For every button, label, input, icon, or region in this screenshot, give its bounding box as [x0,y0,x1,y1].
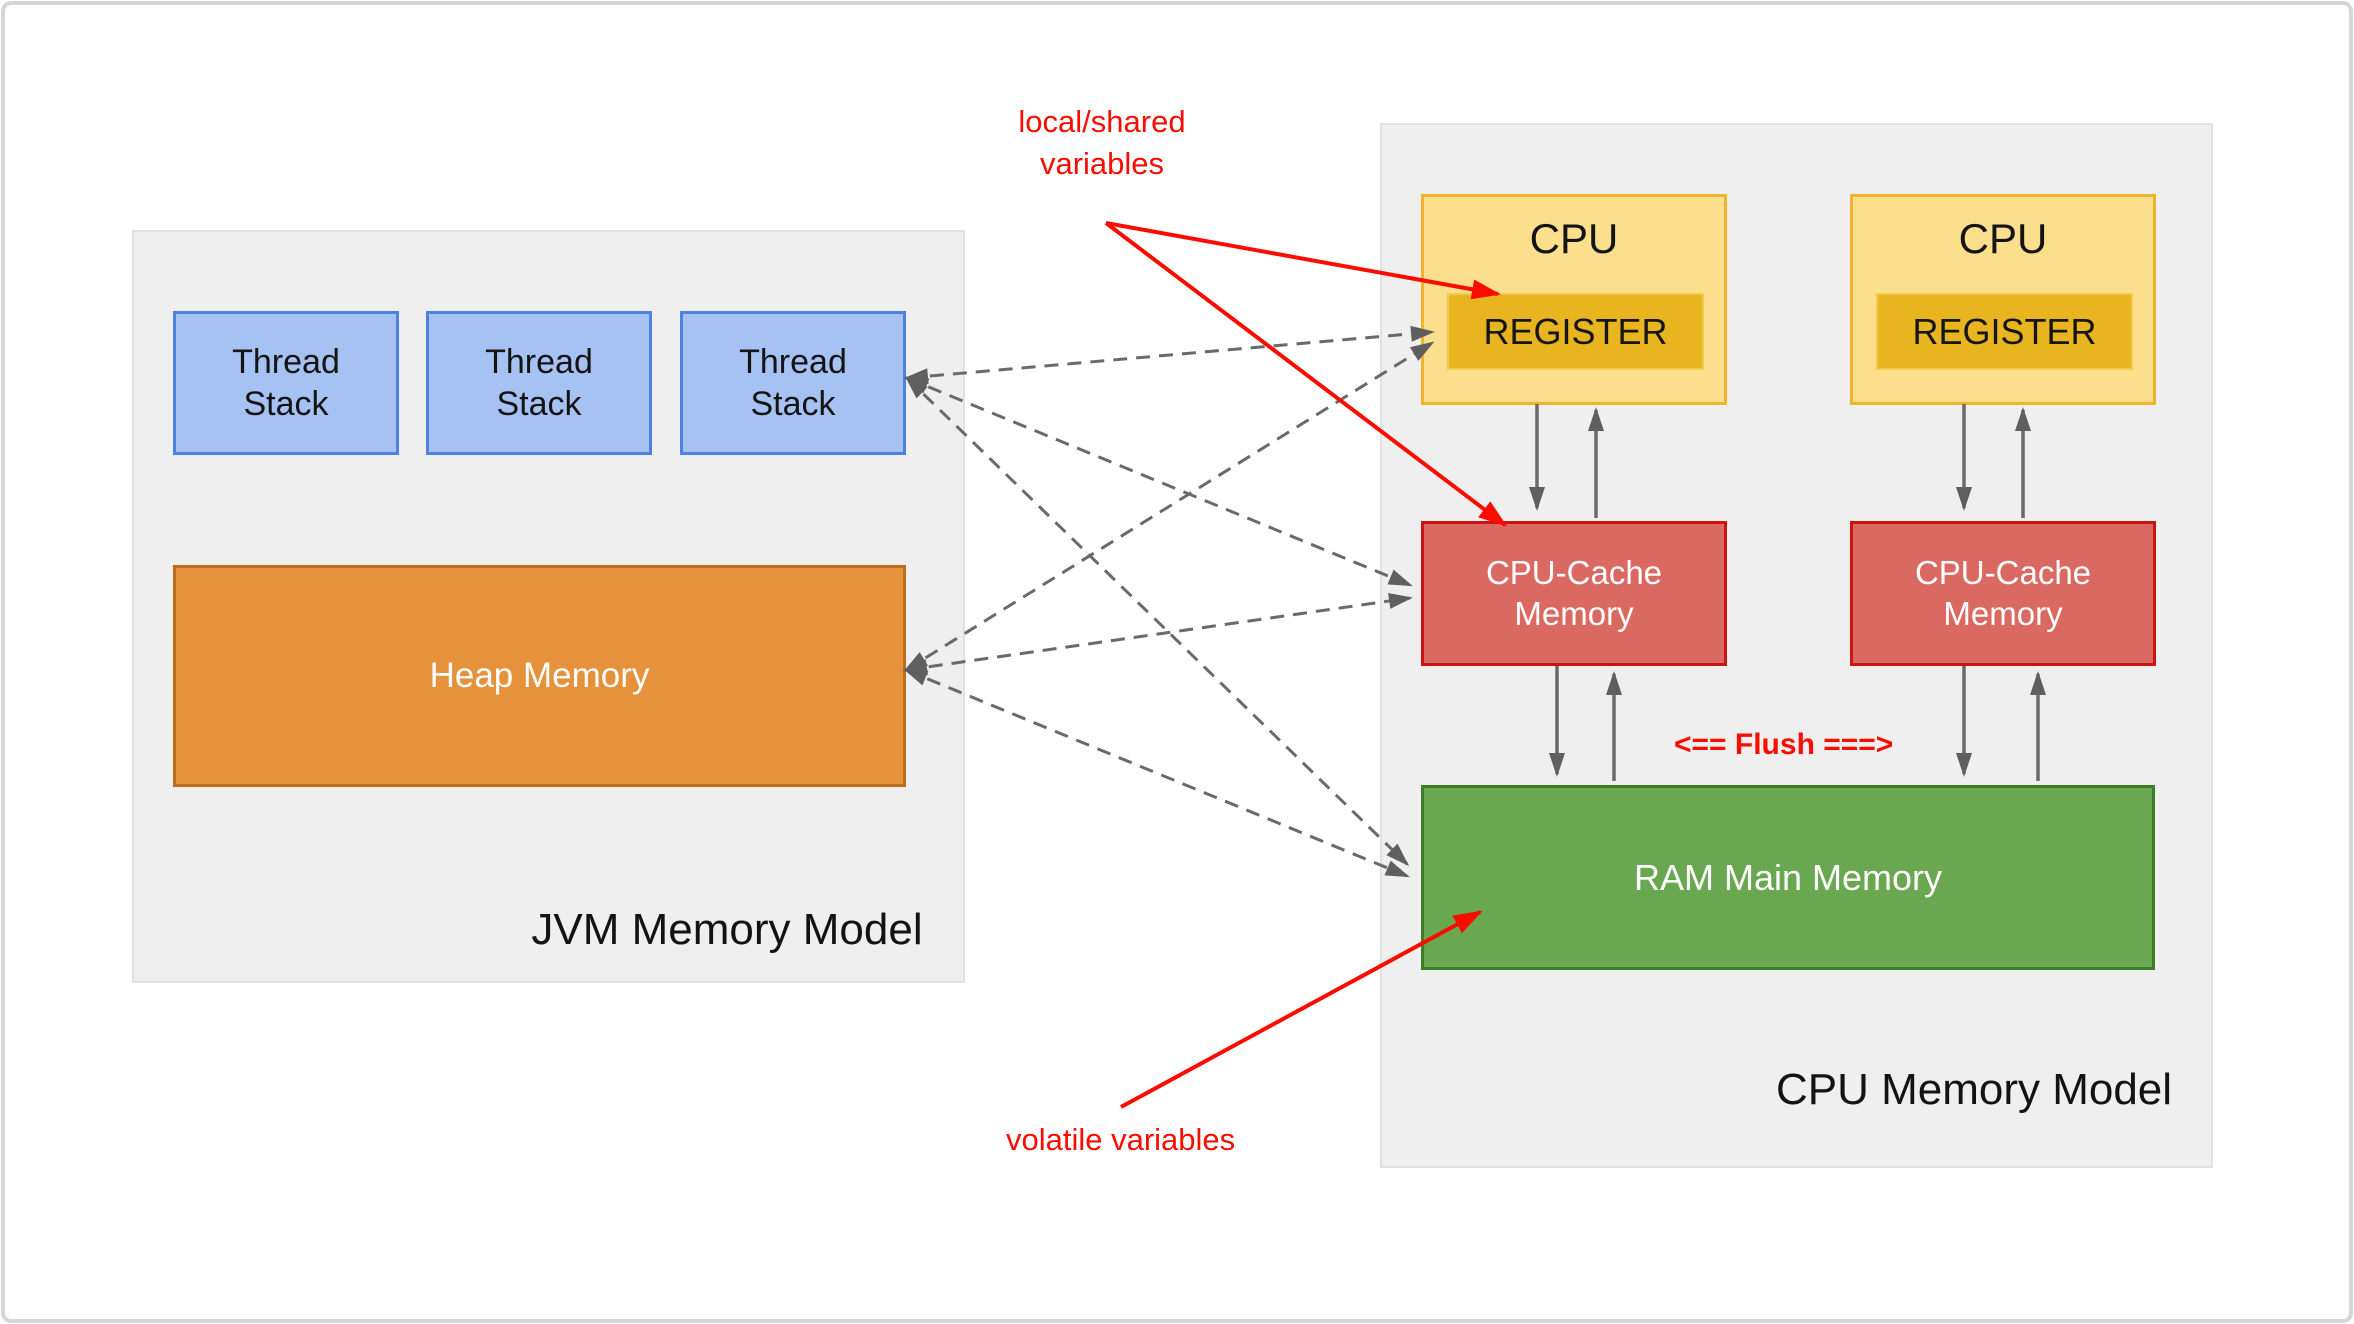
flush-annotation: <== Flush ===> [1674,728,1894,761]
dashed-arrow-heap-register [903,341,1435,672]
dashed-arrow-threadstack-ram [904,375,1410,867]
dashed-arrow-threadstack-register [904,325,1435,385]
cpu-box-2: CPU REGISTER [1850,194,2156,405]
dashed-arrow-heap-ram [903,668,1410,878]
cpu-cache-label: CPU-Cache Memory [1485,554,1663,632]
cpu-memory-model-panel: CPU REGISTER CPU REGISTER CPU-Cache Memo… [1380,123,2213,1168]
thread-stack-box-2: Thread Stack [426,311,652,455]
cpu-label: CPU [1529,215,1619,262]
cpu-box-1: CPU REGISTER [1421,194,1727,405]
cpu-cache-box-1: CPU-Cache Memory [1421,521,1727,666]
local-shared-variables-annotation: local/shared variables [1018,104,1186,181]
jvm-memory-model-panel: Thread Stack Thread Stack Thread Stack H… [132,230,965,983]
thread-stack-label: Thread Stack [739,342,847,424]
dashed-arrow-threadstack-cache [904,376,1413,587]
register-label: REGISTER [1483,310,1668,352]
cpu-panel-title: CPU Memory Model [1775,1065,2173,1114]
jvm-panel-title: JVM Memory Model [531,905,923,954]
cpu-cache-box-2: CPU-Cache Memory [1850,521,2156,666]
heap-memory-box: Heap Memory [173,565,906,787]
register-box-2: REGISTER [1876,293,2133,370]
register-box-1: REGISTER [1447,293,1704,370]
cpu-label: CPU [1958,215,2048,262]
ram-main-memory-box: RAM Main Memory [1421,785,2155,970]
dashed-arrow-heap-cache [903,593,1413,675]
cpu-cache-label: CPU-Cache Memory [1914,554,2092,632]
register-label: REGISTER [1912,310,2097,352]
thread-stack-label: Thread Stack [232,342,340,424]
thread-stack-box-1: Thread Stack [173,311,399,455]
thread-stack-box-3: Thread Stack [680,311,906,455]
thread-stack-label: Thread Stack [485,342,593,424]
volatile-variables-annotation: volatile variables [1006,1122,1236,1157]
ram-main-memory-label: RAM Main Memory [1633,856,1943,898]
heap-memory-label: Heap Memory [429,656,650,695]
